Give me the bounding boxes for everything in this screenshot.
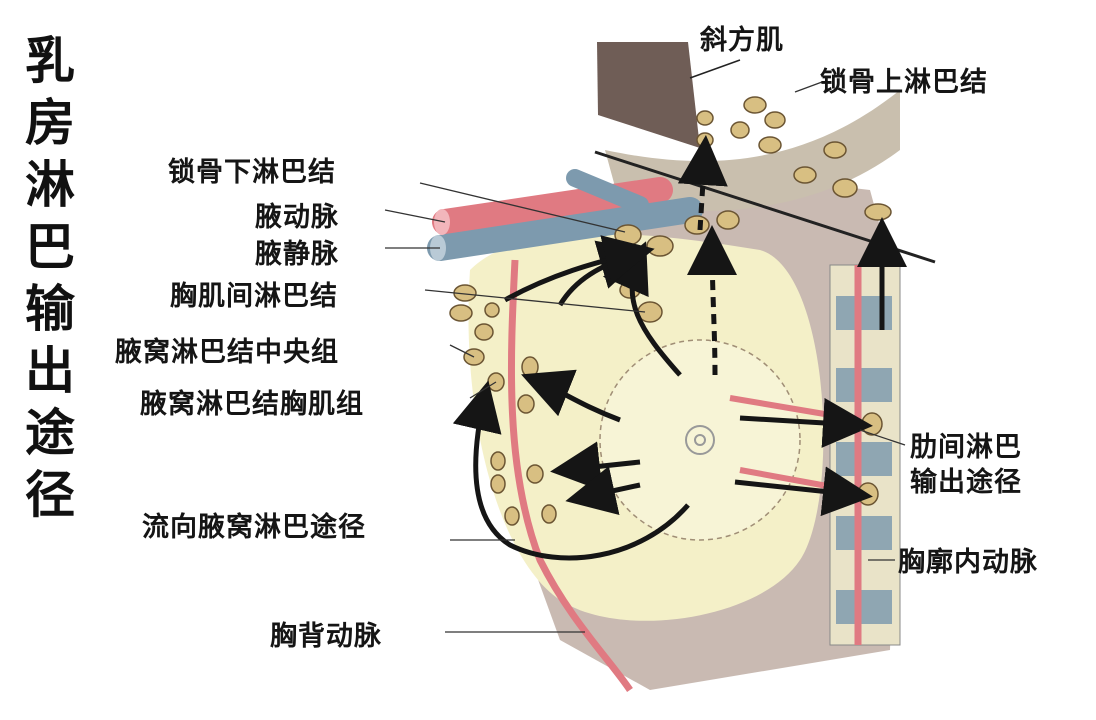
label-axillary-vein: 腋静脉 [255, 239, 339, 270]
label-internal-thoracic-artery: 胸廓内动脉 [898, 547, 1038, 578]
trapezius-muscle [597, 42, 700, 148]
label-trapezius: 斜方肌 [700, 25, 784, 56]
label-thoracodorsal-artery: 胸背动脉 [270, 621, 382, 652]
label-axillary-artery: 腋动脉 [255, 202, 339, 233]
flow-arrows [452, 135, 907, 561]
label-central-group: 腋窝淋巴结中央组 [115, 337, 339, 368]
label-supraclavicular-nodes: 锁骨上淋巴结 [820, 67, 988, 98]
label-infraclavicular-nodes: 锁骨下淋巴结 [168, 157, 336, 188]
label-intercostal-line2: 输出途径 [910, 467, 1022, 498]
label-axillary-route: 流向腋窝淋巴途径 [142, 512, 366, 543]
label-interpectoral-nodes: 胸肌间淋巴结 [170, 281, 338, 312]
leader-lines [384, 81, 906, 633]
nipple-area [599, 339, 801, 541]
label-intercostal-line1: 肋间淋巴 [910, 432, 1022, 463]
page-title: 乳房淋巴输出途径 [25, 31, 75, 524]
axillary-vein [427, 197, 703, 261]
thoracodorsal-artery [507, 259, 633, 692]
label-pectoral-group: 腋窝淋巴结胸肌组 [140, 389, 364, 420]
